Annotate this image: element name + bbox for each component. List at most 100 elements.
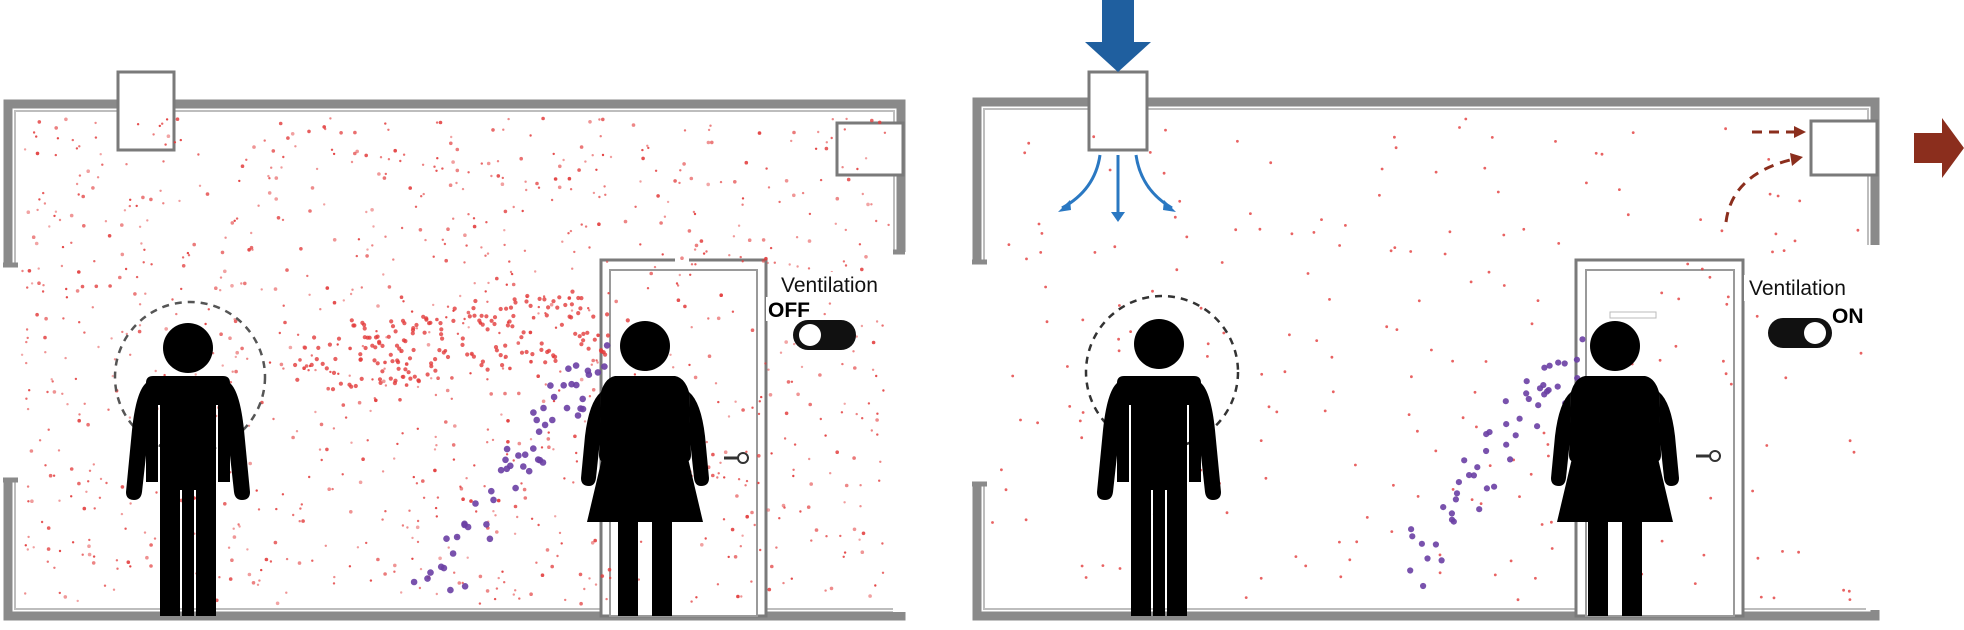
aerosol-particle [516,515,519,519]
aerosol-particle [375,361,380,366]
aerosol-particle [399,295,404,300]
aerosol-particle [472,313,477,318]
wall-opening [0,265,20,480]
aerosol-particle [149,543,153,547]
aerosol-particle [824,589,827,592]
aerosol-particle [714,382,718,385]
aerosol-particle [142,261,145,264]
aerosol-particle [841,166,844,169]
aerosol-particle [761,259,766,263]
aerosol-particle [631,123,636,127]
aerosol-particle [633,373,637,376]
aerosol-particle [395,358,400,363]
aerosol-particle [250,231,253,235]
aerosol-particle [300,503,303,506]
aerosol-particle [421,163,425,166]
aerosol-particle [554,515,557,518]
aerosol-particle [661,253,664,256]
aerosol-particle [1502,284,1506,287]
aerosol-particle [390,324,396,329]
aerosol-particle [683,129,687,132]
aerosol-particle [768,393,773,397]
aerosol-particle [508,305,514,310]
aerosol-particle [609,576,612,580]
aerosol-particle [416,379,421,384]
aerosol-particle [291,435,295,440]
exhaled-particle [1579,336,1586,343]
aerosol-particle [267,174,270,178]
exhaled-particle [1424,555,1431,562]
aerosol-particle [82,506,87,511]
aerosol-particle [81,553,84,556]
aerosol-particle [564,598,567,602]
aerosol-particle [28,389,31,392]
aerosol-particle [455,181,458,185]
aerosol-particle [567,176,572,181]
aerosol-particle [1470,498,1474,501]
aerosol-particle [94,121,97,125]
aerosol-particle [567,296,572,300]
aerosol-particle [784,411,789,416]
aerosol-particle [558,531,562,535]
aerosol-particle [572,481,575,484]
aerosol-particle [457,581,462,585]
aerosol-particle [388,352,393,357]
aerosol-particle [255,489,258,492]
aerosol-particle [333,575,336,579]
aerosol-particle [308,209,312,213]
aerosol-particle [717,400,720,404]
aerosol-particle [852,350,855,353]
exhaled-particle [503,445,511,453]
toggle-switch-icon[interactable] [1768,318,1832,348]
aerosol-particle [329,370,332,374]
aerosol-particle [1000,468,1003,472]
aerosol-particle [759,548,762,552]
aerosol-particle [881,324,884,327]
aerosol-particle [1355,540,1359,544]
aerosol-particle [162,202,165,205]
aerosol-particle [545,548,550,552]
aerosol-particle [75,289,80,293]
aerosol-particle [473,464,476,467]
aerosol-particle [408,186,413,190]
aerosol-particle [475,510,478,513]
aerosol-particle [388,376,393,381]
aerosol-particle [146,219,149,222]
aerosol-particle [472,224,477,229]
exhaled-particle [1455,479,1462,486]
aerosol-particle [1856,228,1860,232]
aerosol-particle [87,544,91,548]
aerosol-particle [330,387,336,392]
supply-duct [1087,70,1149,152]
aerosol-particle [466,556,469,559]
aerosol-particle [392,258,395,261]
aerosol-particle [341,473,344,476]
aerosol-particle [1781,550,1784,553]
aerosol-particle [678,181,681,185]
aerosol-particle [605,333,611,338]
aerosol-particle [302,345,308,350]
aerosol-particle [467,213,470,216]
aerosol-particle [829,586,834,591]
aerosol-particle [757,481,760,485]
aerosol-particle [504,306,509,311]
aerosol-particle [591,154,594,157]
aerosol-particle [1493,573,1497,577]
aerosol-particle [579,145,584,149]
aerosol-particle [298,358,302,362]
aerosol-particle [293,362,298,368]
aerosol-particle [1222,331,1226,335]
toggle-switch-icon[interactable] [793,320,856,350]
aerosol-particle [1631,131,1635,135]
aerosol-particle [1546,443,1550,446]
aerosol-particle [1306,272,1310,275]
exhaled-particle [533,416,540,424]
aerosol-particle [732,235,736,238]
exhaled-particle [1541,391,1548,398]
aerosol-particle [94,136,98,139]
aerosol-particle [552,399,556,403]
aerosol-particle [551,353,556,358]
aerosol-particle [570,309,574,312]
aerosol-particle [682,162,686,166]
aerosol-particle [855,335,858,338]
